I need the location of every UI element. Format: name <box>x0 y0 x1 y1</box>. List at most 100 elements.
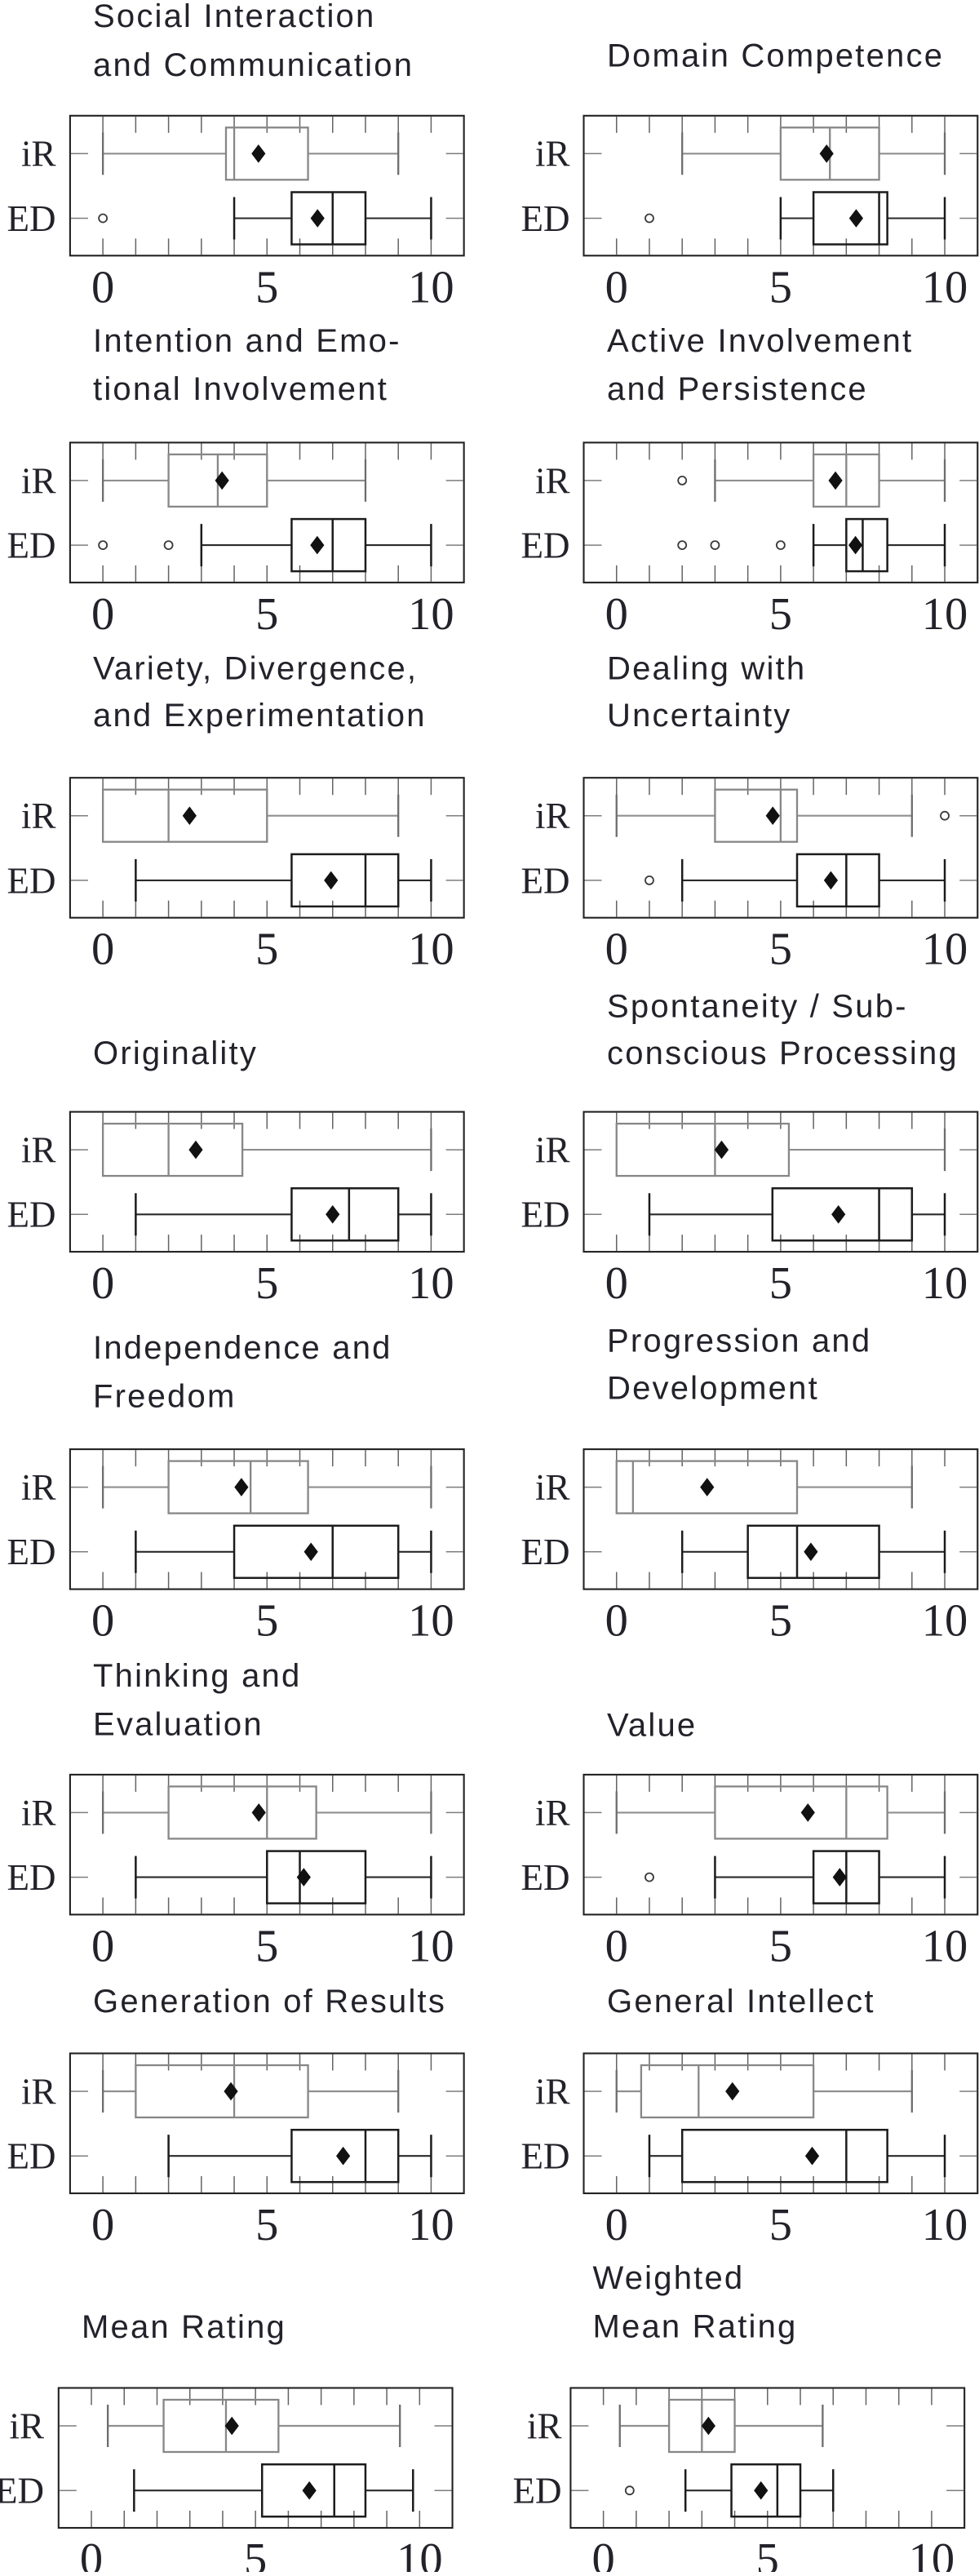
svg-text:5: 5 <box>769 262 792 313</box>
svg-text:conscious Processing: conscious Processing <box>607 1035 959 1071</box>
svg-text:iR: iR <box>21 796 56 836</box>
svg-text:5: 5 <box>255 1596 278 1647</box>
svg-text:0: 0 <box>80 2534 103 2572</box>
svg-text:10: 10 <box>909 2534 955 2572</box>
svg-text:iR: iR <box>535 460 570 501</box>
svg-text:Active Involvement: Active Involvement <box>607 323 913 359</box>
svg-text:0: 0 <box>91 1596 114 1647</box>
svg-text:Mean Rating: Mean Rating <box>82 2309 286 2345</box>
svg-text:5: 5 <box>769 2200 792 2250</box>
svg-text:5: 5 <box>255 589 278 640</box>
svg-text:Variety, Divergence,: Variety, Divergence, <box>93 651 418 687</box>
svg-text:ED: ED <box>7 198 56 239</box>
svg-text:0: 0 <box>91 262 114 313</box>
svg-text:10: 10 <box>408 1921 454 1971</box>
svg-text:iR: iR <box>9 2405 44 2446</box>
svg-text:ED: ED <box>7 1857 56 1898</box>
svg-text:ED: ED <box>513 2471 562 2512</box>
svg-text:10: 10 <box>408 589 454 640</box>
svg-text:and Persistence: and Persistence <box>607 371 868 407</box>
svg-text:and Communication: and Communication <box>93 47 414 83</box>
svg-text:5: 5 <box>255 262 278 313</box>
svg-text:5: 5 <box>769 924 792 975</box>
svg-text:ED: ED <box>521 525 570 566</box>
svg-text:ED: ED <box>521 1195 570 1235</box>
svg-text:iR: iR <box>21 1793 56 1833</box>
svg-text:10: 10 <box>922 1596 968 1647</box>
svg-text:0: 0 <box>91 1921 114 1971</box>
svg-text:ED: ED <box>7 1532 56 1572</box>
svg-text:0: 0 <box>91 2200 114 2250</box>
svg-text:5: 5 <box>255 924 278 975</box>
svg-text:Development: Development <box>607 1371 819 1407</box>
svg-text:Originality: Originality <box>93 1035 258 1071</box>
svg-text:0: 0 <box>91 589 114 640</box>
svg-text:iR: iR <box>535 134 570 175</box>
svg-text:Progression and: Progression and <box>607 1323 871 1359</box>
svg-text:iR: iR <box>21 134 56 175</box>
svg-text:Mean Rating: Mean Rating <box>593 2309 798 2345</box>
svg-text:ED: ED <box>7 2136 56 2177</box>
svg-text:5: 5 <box>255 1921 278 1971</box>
svg-text:Evaluation: Evaluation <box>93 1706 264 1742</box>
svg-text:10: 10 <box>922 2200 968 2250</box>
svg-text:0: 0 <box>605 1596 628 1647</box>
svg-text:ED: ED <box>521 2136 570 2177</box>
svg-text:Independence and: Independence and <box>93 1330 392 1366</box>
svg-text:5: 5 <box>756 2534 779 2572</box>
svg-text:0: 0 <box>605 1921 628 1971</box>
svg-text:10: 10 <box>922 1921 968 1971</box>
svg-text:iR: iR <box>21 2071 56 2112</box>
svg-text:10: 10 <box>408 1258 454 1309</box>
svg-text:0: 0 <box>91 924 114 975</box>
svg-text:0: 0 <box>605 1258 628 1309</box>
svg-text:General Intellect: General Intellect <box>607 1984 875 2020</box>
svg-text:iR: iR <box>535 1129 570 1170</box>
svg-text:10: 10 <box>922 589 968 640</box>
svg-text:5: 5 <box>769 589 792 640</box>
svg-text:tional Involvement: tional Involvement <box>93 371 388 407</box>
svg-text:ED: ED <box>521 1532 570 1572</box>
svg-text:5: 5 <box>255 2200 278 2250</box>
svg-text:iR: iR <box>21 460 56 501</box>
svg-text:ED: ED <box>521 1857 570 1898</box>
svg-text:iR: iR <box>21 1129 56 1170</box>
svg-text:ED: ED <box>521 198 570 239</box>
svg-text:5: 5 <box>769 1258 792 1309</box>
svg-text:iR: iR <box>535 796 570 836</box>
svg-text:ED: ED <box>7 860 56 901</box>
svg-text:0: 0 <box>605 589 628 640</box>
svg-text:Uncertainty: Uncertainty <box>607 698 792 734</box>
svg-text:ED: ED <box>7 1195 56 1235</box>
svg-text:Intention and Emo-: Intention and Emo- <box>93 323 401 359</box>
svg-text:10: 10 <box>408 924 454 975</box>
svg-text:10: 10 <box>408 2200 454 2250</box>
svg-text:Thinking and: Thinking and <box>93 1658 301 1694</box>
svg-text:and Experimentation: and Experimentation <box>93 698 427 734</box>
svg-text:10: 10 <box>396 2534 443 2572</box>
svg-text:Freedom: Freedom <box>93 1378 236 1414</box>
svg-text:10: 10 <box>408 262 454 313</box>
svg-text:0: 0 <box>592 2534 615 2572</box>
svg-text:0: 0 <box>91 1258 114 1309</box>
svg-text:ED: ED <box>0 2471 44 2512</box>
svg-text:5: 5 <box>255 1258 278 1309</box>
svg-text:10: 10 <box>408 1596 454 1647</box>
svg-text:0: 0 <box>605 262 628 313</box>
svg-text:Value: Value <box>607 1708 697 1744</box>
svg-text:Generation of Results: Generation of Results <box>93 1984 446 2020</box>
svg-text:Social Interaction: Social Interaction <box>93 0 375 34</box>
svg-text:Weighted: Weighted <box>593 2260 745 2296</box>
svg-text:iR: iR <box>535 2071 570 2112</box>
svg-text:iR: iR <box>527 2405 562 2446</box>
svg-text:Dealing with: Dealing with <box>607 651 806 687</box>
svg-text:5: 5 <box>769 1921 792 1971</box>
svg-text:10: 10 <box>922 1258 968 1309</box>
svg-text:iR: iR <box>21 1467 56 1508</box>
svg-text:0: 0 <box>605 2200 628 2250</box>
svg-text:10: 10 <box>922 924 968 975</box>
svg-text:0: 0 <box>605 924 628 975</box>
svg-text:5: 5 <box>244 2534 267 2572</box>
svg-text:10: 10 <box>922 262 968 313</box>
svg-text:ED: ED <box>7 525 56 566</box>
